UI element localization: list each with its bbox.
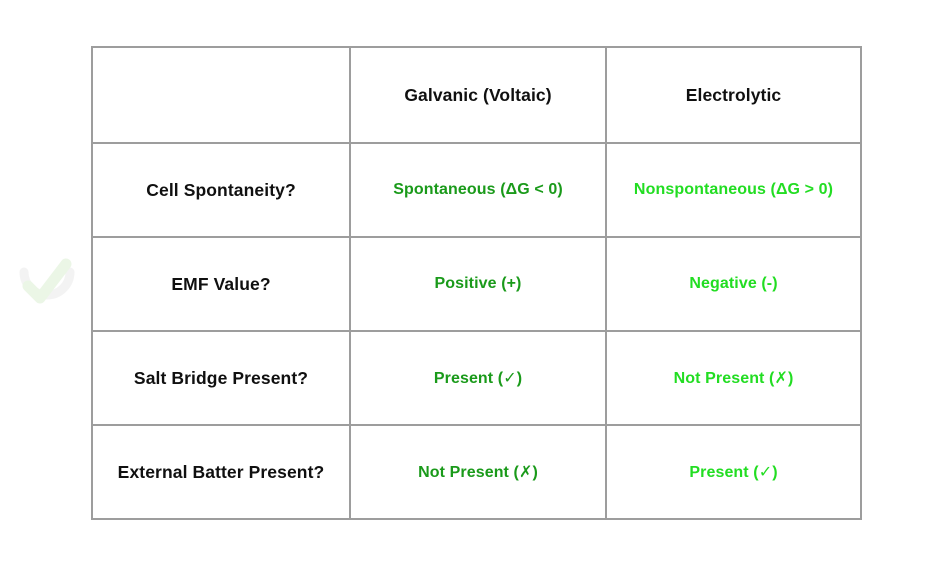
table-corner-cell: [91, 46, 351, 144]
value-galvanic-salt-bridge: Present (✓): [349, 330, 607, 426]
galvanic-vs-electrolytic-table: Galvanic (Voltaic) Electrolytic Cell Spo…: [91, 46, 862, 520]
column-header-galvanic: Galvanic (Voltaic): [349, 46, 607, 144]
table-row: Salt Bridge Present? Present (✓) Not Pre…: [91, 330, 862, 426]
table-row: EMF Value? Positive (+) Negative (-): [91, 236, 862, 332]
value-galvanic-cell-spontaneity: Spontaneous (ΔG < 0): [349, 142, 607, 238]
row-label-emf-value: EMF Value?: [91, 236, 351, 332]
column-header-electrolytic: Electrolytic: [605, 46, 862, 144]
table-row: Cell Spontaneity? Spontaneous (ΔG < 0) N…: [91, 142, 862, 238]
row-label-external-battery: External Batter Present?: [91, 424, 351, 520]
value-electrolytic-external-battery: Present (✓): [605, 424, 862, 520]
value-galvanic-emf-value: Positive (+): [349, 236, 607, 332]
row-label-cell-spontaneity: Cell Spontaneity?: [91, 142, 351, 238]
value-electrolytic-salt-bridge: Not Present (✗): [605, 330, 862, 426]
comparison-table: Galvanic (Voltaic) Electrolytic Cell Spo…: [91, 46, 862, 520]
table-header-row: Galvanic (Voltaic) Electrolytic: [91, 46, 862, 144]
table-row: External Batter Present? Not Present (✗)…: [91, 424, 862, 520]
value-electrolytic-emf-value: Negative (-): [605, 236, 862, 332]
value-galvanic-external-battery: Not Present (✗): [349, 424, 607, 520]
row-label-salt-bridge: Salt Bridge Present?: [91, 330, 351, 426]
value-electrolytic-cell-spontaneity: Nonspontaneous (ΔG > 0): [605, 142, 862, 238]
check-circle-watermark-icon: [14, 252, 80, 314]
